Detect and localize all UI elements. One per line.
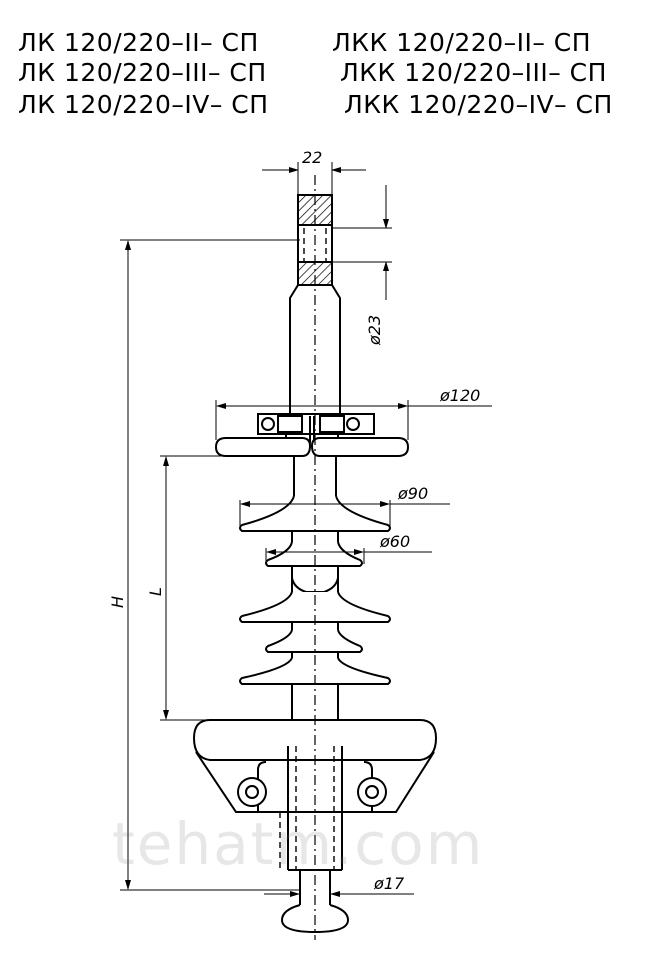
title-left-1: ЛК 120/220–II– СП: [18, 28, 259, 57]
dim-clamp-dia: ø120: [439, 386, 480, 405]
title-block: ЛК 120/220–II– СП ЛК 120/220–III– СП ЛК …: [0, 0, 650, 130]
dim-length: L: [146, 587, 165, 596]
watermark: tehatm.com: [112, 810, 485, 878]
dim-bottom-dia: ø17: [373, 874, 405, 893]
dim-rod-dia: ø23: [365, 315, 384, 346]
top-corona-ring: [214, 437, 410, 457]
title-right-3: ЛКК 120/220–IV– СП: [344, 90, 613, 119]
dim-top-width: 22: [302, 148, 322, 167]
dim-height: H: [108, 596, 127, 608]
title-right-1: ЛКК 120/220–II– СП: [332, 28, 592, 57]
top-rod: [289, 194, 341, 420]
title-right-2: ЛКК 120/220–III– СП: [340, 58, 607, 87]
title-left-3: ЛК 120/220–IV– СП: [18, 90, 269, 119]
title-left-2: ЛК 120/220–III– СП: [18, 58, 267, 87]
dim-shed-large: ø90: [397, 484, 428, 503]
dim-shed-small: ø60: [379, 532, 410, 551]
